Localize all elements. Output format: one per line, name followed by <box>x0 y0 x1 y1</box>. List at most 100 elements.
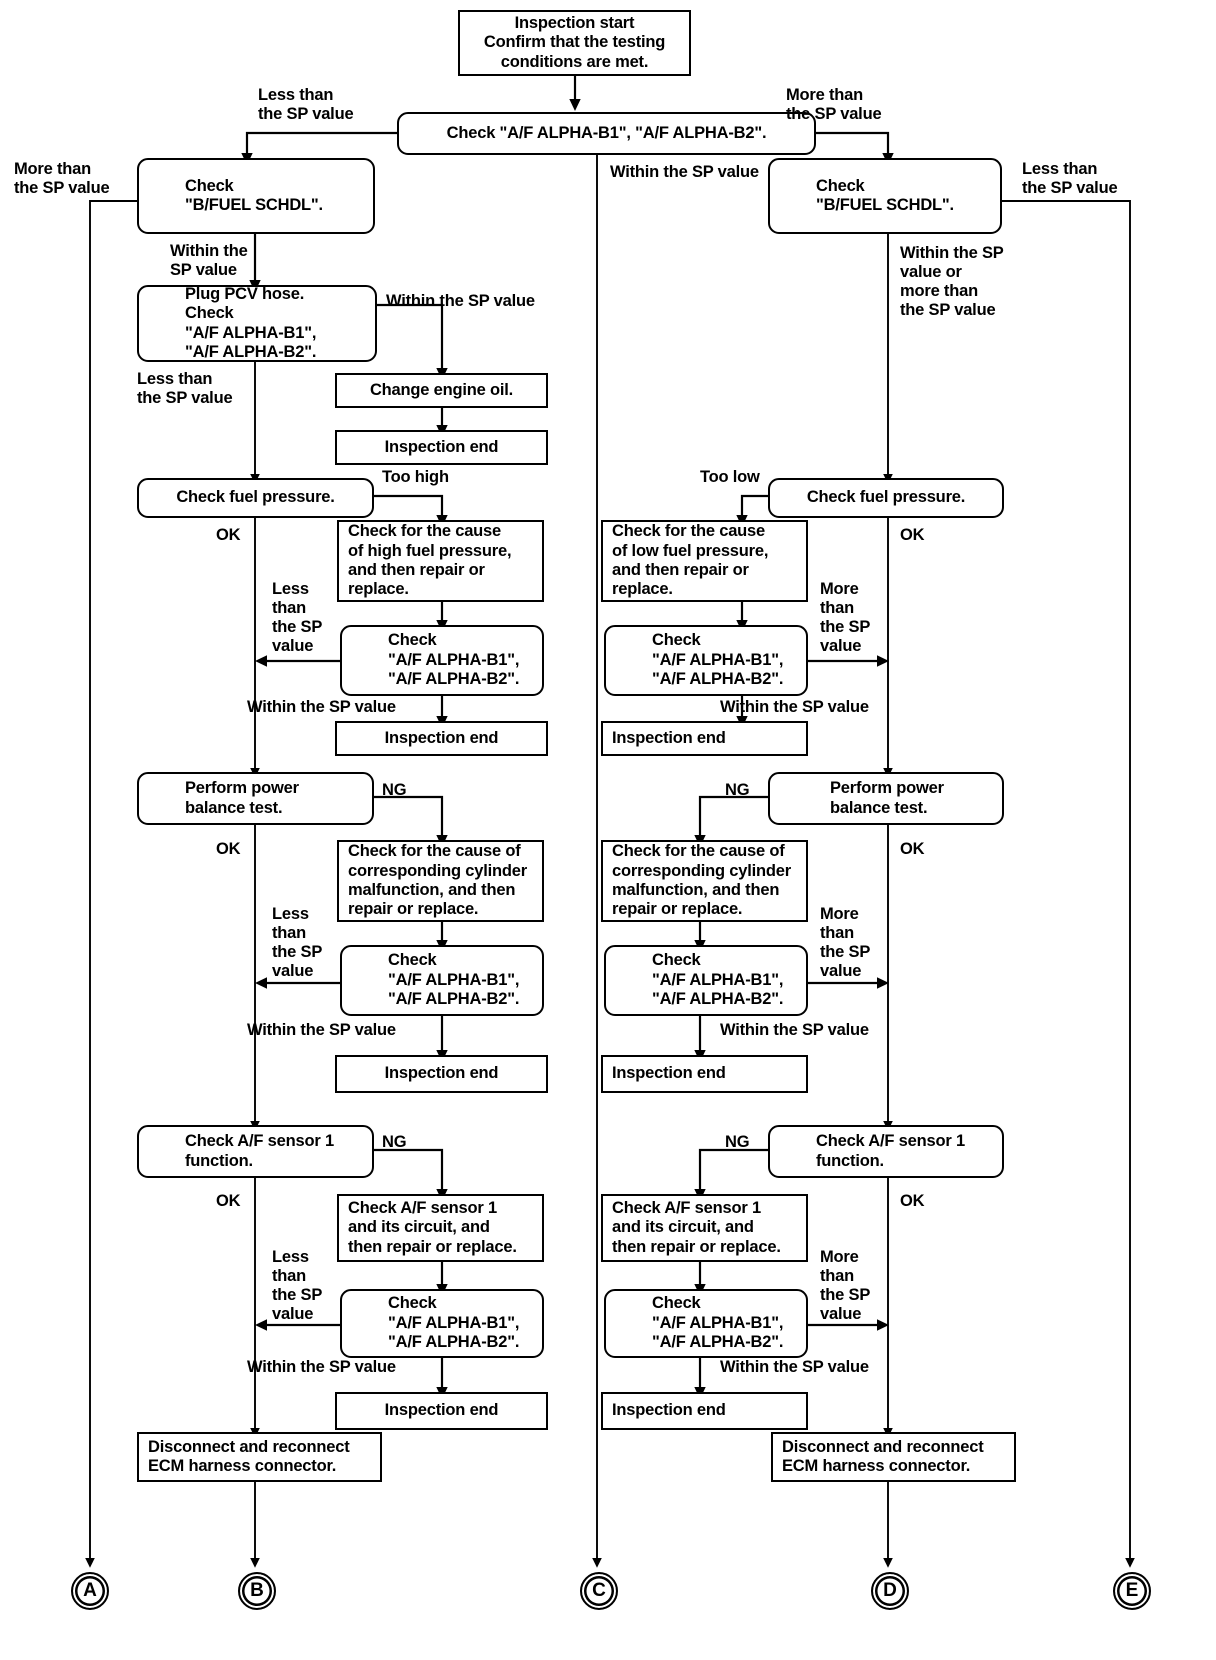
node-inspection-end-pb-right: Inspection end <box>601 1055 808 1093</box>
label-ng-pb-right: NG <box>725 781 750 799</box>
node-cause-cylinder-left: Check for the cause of corresponding cyl… <box>337 840 544 922</box>
node-inspection-end-oil-text: Inspection end <box>384 437 499 456</box>
node-check-alpha-fp-right: Check "A/F ALPHA-B1", "A/F ALPHA-B2". <box>604 625 808 696</box>
label-too-low: Too low <box>700 468 760 486</box>
node-inspection-end-af-right-text: Inspection end <box>612 1401 726 1420</box>
label-ng-af-right: NG <box>725 1133 750 1151</box>
label-ok-pb-right: OK <box>900 840 925 858</box>
node-bfuel-schdl-left: Check "B/FUEL SCHDL". <box>137 158 375 234</box>
node-change-engine-oil-text: Change engine oil. <box>369 380 514 399</box>
node-check-alpha-fp-left: Check "A/F ALPHA-B1", "A/F ALPHA-B2". <box>340 625 544 696</box>
terminal-c-label: C <box>592 1580 606 1601</box>
node-inspection-end-pb-left-text: Inspection end <box>384 1064 499 1083</box>
node-inspection-start-text: Inspection start Confirm that the testin… <box>483 13 666 71</box>
label-within-fp-right: Within the SP value <box>720 698 869 716</box>
node-af-circuit-right-text: Check A/F sensor 1 and its circuit, and … <box>612 1198 781 1256</box>
node-ecm-reconnect-right: Disconnect and reconnect ECM harness con… <box>771 1432 1016 1482</box>
node-inspection-end-fp-left: Inspection end <box>335 721 548 756</box>
label-ng-pb-left: NG <box>382 781 407 799</box>
node-check-alpha-pb-right: Check "A/F ALPHA-B1", "A/F ALPHA-B2". <box>604 945 808 1016</box>
node-check-alpha-fp-left-text: Check "A/F ALPHA-B1", "A/F ALPHA-B2". <box>388 631 520 689</box>
node-inspection-end-af-left-text: Inspection end <box>384 1401 499 1420</box>
node-power-balance-right-text: Perform power balance test. <box>830 779 944 817</box>
label-less-than-far-right: Less than the SP value <box>1022 160 1118 198</box>
label-ok-fp-left: OK <box>216 526 241 544</box>
node-change-engine-oil: Change engine oil. <box>335 373 548 408</box>
node-ecm-reconnect-left: Disconnect and reconnect ECM harness con… <box>137 1432 382 1482</box>
label-within-af-right: Within the SP value <box>720 1358 869 1376</box>
terminal-b: B <box>238 1572 276 1610</box>
label-more-than-fp-right: More than the SP value <box>820 580 871 656</box>
node-cause-high-fuel-pressure-text: Check for the cause of high fuel pressur… <box>348 522 512 599</box>
label-less-than-pcv: Less than the SP value <box>137 370 233 408</box>
node-inspection-end-af-right: Inspection end <box>601 1392 808 1430</box>
terminal-d: D <box>871 1572 909 1610</box>
node-plug-pcv-hose-text: Plug PCV hose. Check "A/F ALPHA-B1", "A/… <box>185 284 317 361</box>
node-check-fuel-pressure-left-text: Check fuel pressure. <box>176 488 335 507</box>
node-cause-low-fuel-pressure: Check for the cause of low fuel pressure… <box>601 520 808 602</box>
node-inspection-end-af-left: Inspection end <box>335 1392 548 1430</box>
node-check-alpha-fp-right-text: Check "A/F ALPHA-B1", "A/F ALPHA-B2". <box>652 631 784 689</box>
terminal-b-label: B <box>250 1580 264 1601</box>
node-af-sensor-left: Check A/F sensor 1 function. <box>137 1125 374 1178</box>
node-check-alpha-main: Check "A/F ALPHA-B1", "A/F ALPHA-B2". <box>397 112 816 155</box>
label-less-than-fp-left: Less than the SP value <box>272 580 323 656</box>
node-cause-low-fuel-pressure-text: Check for the cause of low fuel pressure… <box>612 522 769 599</box>
node-plug-pcv-hose: Plug PCV hose. Check "A/F ALPHA-B1", "A/… <box>137 285 377 362</box>
node-cause-high-fuel-pressure: Check for the cause of high fuel pressur… <box>337 520 544 602</box>
node-inspection-start: Inspection start Confirm that the testin… <box>458 10 691 76</box>
terminal-c: C <box>580 1572 618 1610</box>
label-more-than-pb-right: More than the SP value <box>820 905 871 981</box>
label-ok-af-left: OK <box>216 1192 241 1210</box>
label-ng-af-left: NG <box>382 1133 407 1151</box>
node-af-circuit-left-text: Check A/F sensor 1 and its circuit, and … <box>348 1198 517 1256</box>
node-power-balance-left-text: Perform power balance test. <box>185 779 299 817</box>
node-cause-cylinder-right: Check for the cause of corresponding cyl… <box>601 840 808 922</box>
label-less-than-af-left: Less than the SP value <box>272 1248 323 1324</box>
node-cause-cylinder-right-text: Check for the cause of corresponding cyl… <box>612 842 791 919</box>
node-inspection-end-fp-right: Inspection end <box>601 721 808 756</box>
node-af-circuit-right: Check A/F sensor 1 and its circuit, and … <box>601 1194 808 1262</box>
label-more-than-af-right: More than the SP value <box>820 1248 871 1324</box>
node-bfuel-schdl-right: Check "B/FUEL SCHDL". <box>768 158 1002 234</box>
node-check-alpha-af-right-text: Check "A/F ALPHA-B1", "A/F ALPHA-B2". <box>652 1294 784 1352</box>
label-less-than-top-left: Less than the SP value <box>258 86 354 124</box>
node-af-circuit-left: Check A/F sensor 1 and its circuit, and … <box>337 1194 544 1262</box>
node-inspection-end-fp-left-text: Inspection end <box>384 728 499 747</box>
node-check-alpha-main-text: Check "A/F ALPHA-B1", "A/F ALPHA-B2". <box>446 123 767 142</box>
label-ok-pb-left: OK <box>216 840 241 858</box>
node-inspection-end-pb-right-text: Inspection end <box>612 1064 726 1083</box>
node-check-alpha-pb-left: Check "A/F ALPHA-B1", "A/F ALPHA-B2". <box>340 945 544 1016</box>
node-check-fuel-pressure-left: Check fuel pressure. <box>137 478 374 518</box>
node-check-alpha-pb-left-text: Check "A/F ALPHA-B1", "A/F ALPHA-B2". <box>388 951 520 1009</box>
label-too-high: Too high <box>382 468 449 486</box>
label-more-than-far-left: More than the SP value <box>14 160 110 198</box>
label-within-sp-pcv: Within the SP value <box>386 292 535 310</box>
terminal-e-label: E <box>1125 1580 1139 1601</box>
node-af-sensor-right: Check A/F sensor 1 function. <box>768 1125 1004 1178</box>
node-cause-cylinder-left-text: Check for the cause of corresponding cyl… <box>348 842 527 919</box>
node-power-balance-left: Perform power balance test. <box>137 772 374 825</box>
node-af-sensor-left-text: Check A/F sensor 1 function. <box>185 1132 334 1170</box>
label-ok-af-right: OK <box>900 1192 925 1210</box>
node-bfuel-schdl-left-text: Check "B/FUEL SCHDL". <box>185 176 323 214</box>
node-check-fuel-pressure-right-text: Check fuel pressure. <box>806 488 966 507</box>
node-inspection-end-oil: Inspection end <box>335 430 548 465</box>
node-inspection-end-fp-right-text: Inspection end <box>612 728 726 747</box>
terminal-e: E <box>1113 1572 1151 1610</box>
node-ecm-reconnect-left-text: Disconnect and reconnect ECM harness con… <box>148 1437 350 1475</box>
node-check-alpha-af-right: Check "A/F ALPHA-B1", "A/F ALPHA-B2". <box>604 1289 808 1358</box>
node-inspection-end-pb-left: Inspection end <box>335 1055 548 1093</box>
label-within-fp-left: Within the SP value <box>247 698 396 716</box>
terminal-d-label: D <box>883 1580 897 1601</box>
terminal-a-label: A <box>83 1580 97 1601</box>
node-power-balance-right: Perform power balance test. <box>768 772 1004 825</box>
terminal-a: A <box>71 1572 109 1610</box>
label-within-sp-left: Within the SP value <box>170 242 248 280</box>
node-bfuel-schdl-right-text: Check "B/FUEL SCHDL". <box>816 176 954 214</box>
label-less-than-pb-left: Less than the SP value <box>272 905 323 981</box>
label-within-or-more-right: Within the SP value or more than the SP … <box>900 244 1004 320</box>
node-check-alpha-af-left-text: Check "A/F ALPHA-B1", "A/F ALPHA-B2". <box>388 1294 520 1352</box>
label-within-af-left: Within the SP value <box>247 1358 396 1376</box>
